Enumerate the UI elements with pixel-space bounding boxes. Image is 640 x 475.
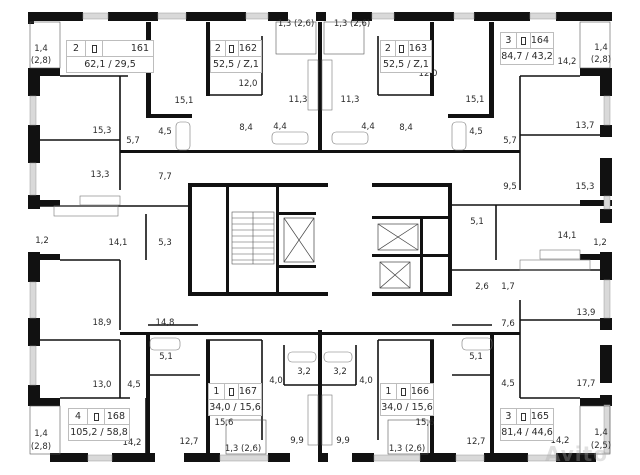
room-area-label: 1,2 xyxy=(35,235,49,246)
door-icon xyxy=(86,41,103,56)
room-area-label: 4,5 xyxy=(158,126,172,137)
room-area-label: 18,9 xyxy=(92,317,112,328)
elevator-3 xyxy=(379,261,411,289)
room-area-label: 14,1 xyxy=(557,230,577,241)
room-area-label: 8,4 xyxy=(239,122,253,133)
room-area-label: 4,4 xyxy=(273,121,287,132)
door-icon xyxy=(517,409,531,424)
room-area-label: 7,7 xyxy=(158,171,172,182)
room-area-label: 4,4 xyxy=(361,121,375,132)
room-area-label: 13,7 xyxy=(575,120,595,131)
room-area-label: 4,0 xyxy=(269,375,283,386)
room-area-label: 4,5 xyxy=(501,378,515,389)
room-area-label: 12,0 xyxy=(418,68,438,79)
room-area-label: 13,3 xyxy=(90,169,110,180)
room-area-label: 15,6 xyxy=(415,417,435,428)
room-area-label: 12,0 xyxy=(238,78,258,89)
room-area-label: (2,5) xyxy=(590,440,612,451)
elevator-2 xyxy=(377,223,419,251)
room-area-label: 15,1 xyxy=(174,95,194,106)
room-area-label: 14,1 xyxy=(108,237,128,248)
room-area-label: 1,3 (2,6) xyxy=(224,443,262,454)
room-area-label: 11,3 xyxy=(340,94,360,105)
interior-walls xyxy=(40,36,600,455)
door-icon xyxy=(226,41,239,56)
room-area-label: (2,8) xyxy=(30,55,52,66)
room-area-label: 5,7 xyxy=(503,135,517,146)
room-area-label: 1,4 xyxy=(34,428,48,439)
room-area-label: 4,5 xyxy=(127,379,141,390)
room-area-label: 15,3 xyxy=(92,125,112,136)
door-icon xyxy=(225,384,239,399)
room-area-label: 12,7 xyxy=(179,436,199,447)
room-area-label: 1,3 (2,6) xyxy=(333,18,371,29)
room-area-label: 1,4 xyxy=(34,43,48,54)
structural-walls xyxy=(120,22,520,455)
fixtures xyxy=(53,59,591,446)
room-area-label: 5,7 xyxy=(126,135,140,146)
room-area-label: (2,8) xyxy=(30,441,52,452)
room-area-label: 15,6 xyxy=(214,417,234,428)
room-area-label: 14,8 xyxy=(155,317,175,328)
room-area-label: 1,3 (2,6) xyxy=(277,18,315,29)
door-icon xyxy=(396,41,409,56)
room-area-label: 14,2 xyxy=(122,437,142,448)
door-icon xyxy=(517,33,531,48)
room-area-label: 5,1 xyxy=(469,351,483,362)
room-area-label: 5,1 xyxy=(159,351,173,362)
room-area-label: 5,3 xyxy=(158,237,172,248)
room-area-label: 1,4 xyxy=(594,427,608,438)
outer-walls xyxy=(28,12,612,462)
elevators xyxy=(283,217,419,289)
room-area-label: 3,2 xyxy=(333,366,347,377)
room-area-label: 17,7 xyxy=(576,378,596,389)
staircase xyxy=(231,211,275,265)
room-area-label: 15,3 xyxy=(575,181,595,192)
room-area-label: 14,2 xyxy=(557,56,577,67)
door-icon xyxy=(88,409,105,424)
room-area-label: 1,7 xyxy=(501,281,515,292)
loggia-frames xyxy=(29,21,611,455)
room-area-label: 1,4 xyxy=(594,42,608,53)
room-area-label: 4,5 xyxy=(469,126,483,137)
room-area-label: 2,6 xyxy=(475,281,489,292)
room-area-label: 8,4 xyxy=(399,122,413,133)
room-area-label: 15,1 xyxy=(465,94,485,105)
room-area-label: 4,0 xyxy=(359,375,373,386)
windows xyxy=(29,12,611,462)
room-area-label: 13,9 xyxy=(576,307,596,318)
room-area-label: 11,3 xyxy=(288,94,308,105)
room-area-label: 3,2 xyxy=(297,366,311,377)
elevator-1 xyxy=(283,217,315,263)
room-area-label: 1,2 xyxy=(593,237,607,248)
room-area-label: 14,2 xyxy=(550,435,570,446)
room-area-label: 9,9 xyxy=(290,435,304,446)
room-area-label: 5,1 xyxy=(470,216,484,227)
room-area-label: 13,0 xyxy=(92,379,112,390)
watermark: Avito xyxy=(545,442,608,466)
room-area-label: 9,5 xyxy=(503,181,517,192)
door-icon xyxy=(397,384,411,399)
room-area-label: 1,3 (2,6) xyxy=(388,443,426,454)
room-area-label: 7,6 xyxy=(501,318,515,329)
room-area-label: (2,8) xyxy=(590,54,612,65)
room-area-label: 12,7 xyxy=(466,436,486,447)
room-area-label: 9,9 xyxy=(336,435,350,446)
